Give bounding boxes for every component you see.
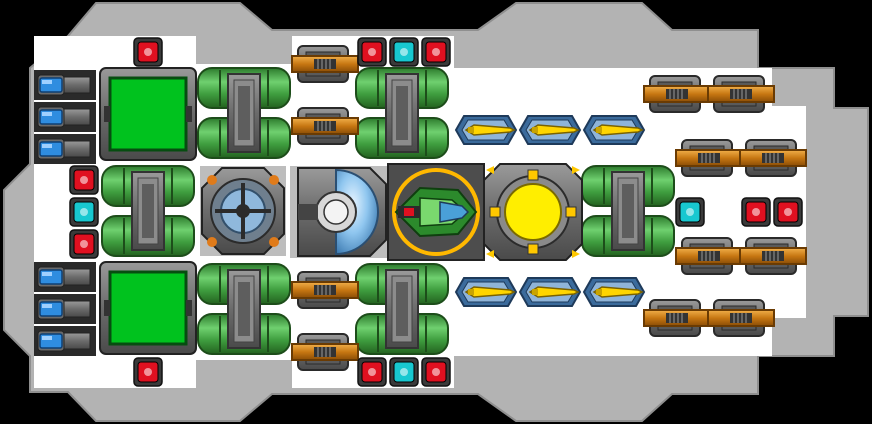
missile-group-top: [455, 115, 645, 145]
reactor-core-icon[interactable]: [483, 163, 583, 261]
thruster-icon: [33, 101, 97, 133]
module-icon[interactable]: [675, 197, 705, 227]
missile-icon[interactable]: [519, 115, 581, 145]
cannon-icon[interactable]: [739, 139, 807, 177]
cannon-icon[interactable]: [291, 107, 359, 145]
cannon-icon[interactable]: [643, 299, 711, 337]
cannon-icon[interactable]: [643, 75, 711, 113]
missile-group-bottom: [455, 277, 645, 307]
cockpit-icon[interactable]: [387, 163, 485, 261]
thruster-icon: [33, 261, 97, 293]
thruster-icon: [33, 69, 97, 101]
missile-icon[interactable]: [519, 277, 581, 307]
thruster-icon: [33, 133, 97, 165]
cannon-icon[interactable]: [291, 271, 359, 309]
thruster-icon: [33, 293, 97, 325]
cannon-icon[interactable]: [707, 299, 775, 337]
cannon-icon[interactable]: [291, 333, 359, 371]
module-icon[interactable]: [741, 197, 771, 227]
shield-dome-icon[interactable]: [290, 166, 388, 258]
module-icon[interactable]: [69, 229, 99, 259]
gyro-icon[interactable]: [200, 166, 286, 256]
cannon-icon[interactable]: [675, 237, 743, 275]
module-icon[interactable]: [773, 197, 803, 227]
module-icon[interactable]: [421, 37, 451, 67]
screen-bottom[interactable]: [99, 261, 197, 355]
thruster-group-bottom: [33, 261, 97, 357]
module-icon[interactable]: [389, 357, 419, 387]
module-icon[interactable]: [133, 357, 163, 387]
module-icon[interactable]: [357, 37, 387, 67]
missile-icon[interactable]: [583, 277, 645, 307]
module-icon[interactable]: [133, 37, 163, 67]
screen-top[interactable]: [99, 67, 197, 161]
cannon-icon[interactable]: [675, 139, 743, 177]
missile-icon[interactable]: [455, 277, 517, 307]
module-group: [69, 37, 803, 387]
cannon-icon[interactable]: [739, 237, 807, 275]
module-icon[interactable]: [357, 357, 387, 387]
missile-icon[interactable]: [583, 115, 645, 145]
module-icon[interactable]: [389, 37, 419, 67]
cannon-icon[interactable]: [291, 45, 359, 83]
module-icon[interactable]: [421, 357, 451, 387]
module-icon[interactable]: [69, 165, 99, 195]
cannon-icon[interactable]: [707, 75, 775, 113]
module-icon[interactable]: [69, 197, 99, 227]
missile-icon[interactable]: [455, 115, 517, 145]
thruster-group-top: [33, 69, 97, 165]
thruster-icon: [33, 325, 97, 357]
